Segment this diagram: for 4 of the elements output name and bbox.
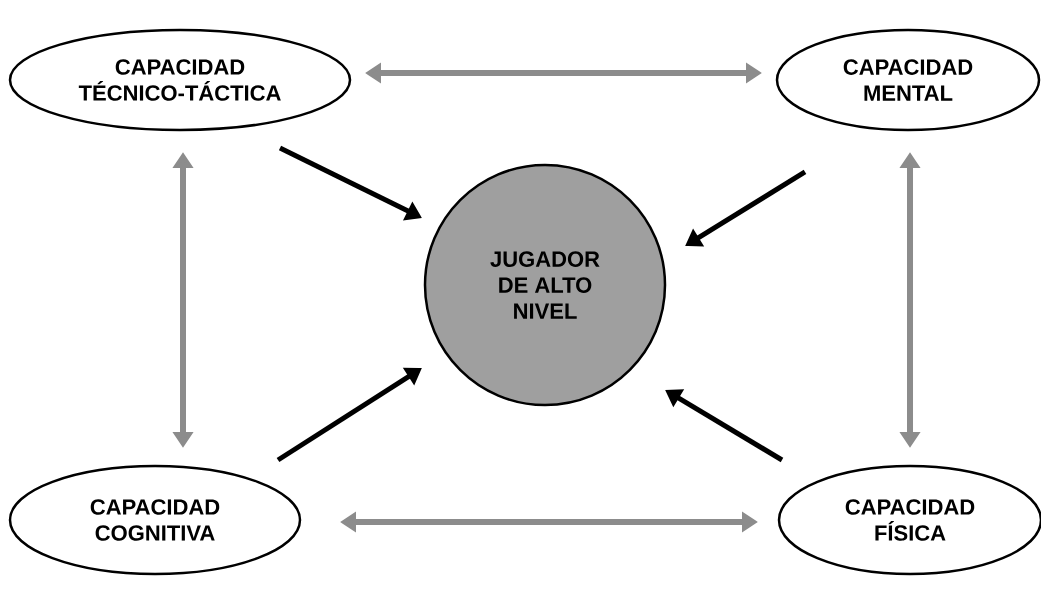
ellipse-node: CAPACIDAD MENTAL <box>775 28 1041 132</box>
circle-node: JUGADOR DE ALTO NIVEL <box>423 163 667 407</box>
ellipse-node: CAPACIDAD TÉCNICO-TÁCTICA <box>8 28 352 132</box>
ellipse-node: CAPACIDAD COGNITIVA <box>8 464 302 576</box>
